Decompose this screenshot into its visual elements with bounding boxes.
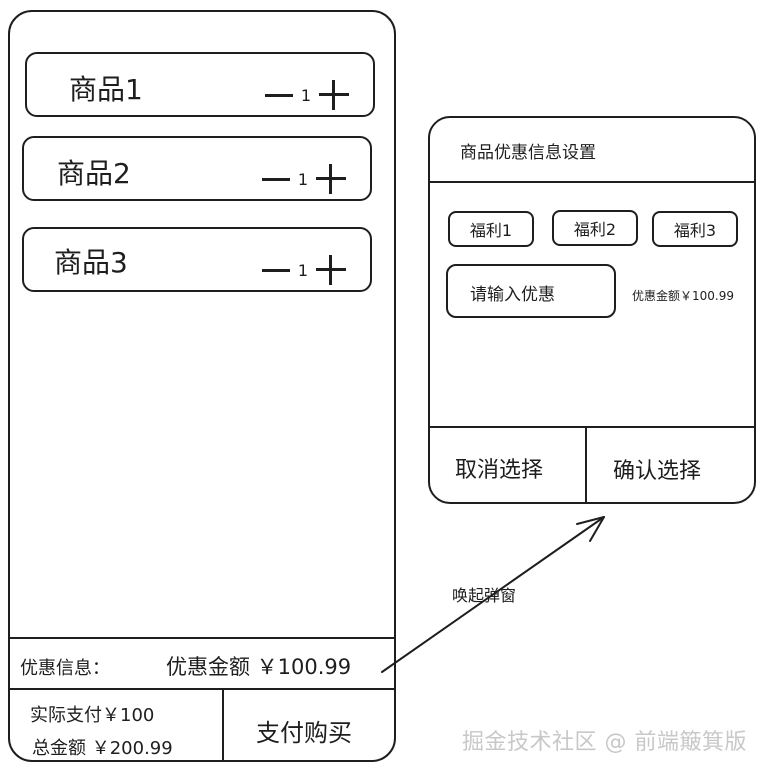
discount-modal: [428, 116, 756, 504]
quantity-value: 1: [297, 260, 308, 280]
product-row-3[interactable]: 商品3 1: [22, 227, 372, 292]
discount-label: 优惠信息：: [20, 658, 110, 679]
divider: [9, 688, 395, 690]
chip-benefit-2[interactable]: 福利2: [552, 210, 638, 246]
chip-benefit-3[interactable]: 福利3: [652, 211, 738, 247]
quantity-stepper: 1: [261, 164, 346, 194]
minus-icon[interactable]: [264, 93, 293, 97]
divider: [429, 181, 755, 183]
actual-pay: 实际支付￥100: [30, 705, 155, 726]
total-amount: 总金额 ￥200.99: [32, 738, 173, 759]
chip-benefit-1[interactable]: 福利1: [448, 211, 534, 247]
quantity-stepper: 1: [261, 255, 346, 285]
confirm-button[interactable]: 确认选择: [613, 459, 702, 484]
input-placeholder: 请输入优惠: [470, 285, 555, 305]
divider: [429, 426, 755, 428]
divider: [222, 688, 224, 761]
discount-value[interactable]: 优惠金额 ￥100.99: [166, 655, 352, 679]
plus-icon[interactable]: [316, 255, 346, 285]
cart-screen: [8, 10, 396, 762]
discount-input[interactable]: 请输入优惠: [446, 264, 616, 318]
modal-discount-amount: 优惠金额￥100.99: [632, 289, 734, 303]
watermark: 掘金技术社区 @ 前端簸箕版: [462, 730, 747, 755]
product-name: 商品1: [69, 73, 143, 106]
divider: [585, 426, 587, 503]
arrow-icon: [381, 516, 605, 673]
product-row-2[interactable]: 商品2 1: [22, 136, 372, 201]
arrow-label: 唤起弹窗: [452, 586, 517, 605]
product-name: 商品2: [57, 157, 131, 190]
quantity-value: 1: [300, 85, 311, 105]
quantity-value: 1: [297, 169, 308, 189]
cancel-button[interactable]: 取消选择: [455, 458, 544, 483]
divider: [9, 637, 395, 639]
minus-icon[interactable]: [261, 268, 290, 272]
modal-title: 商品优惠信息设置: [460, 143, 596, 163]
plus-icon[interactable]: [319, 80, 349, 110]
plus-icon[interactable]: [316, 164, 346, 194]
minus-icon[interactable]: [261, 177, 290, 181]
product-name: 商品3: [54, 246, 128, 279]
product-row-1[interactable]: 商品1 1: [25, 52, 375, 117]
pay-button[interactable]: 支付购买: [256, 719, 352, 747]
quantity-stepper: 1: [264, 80, 349, 110]
